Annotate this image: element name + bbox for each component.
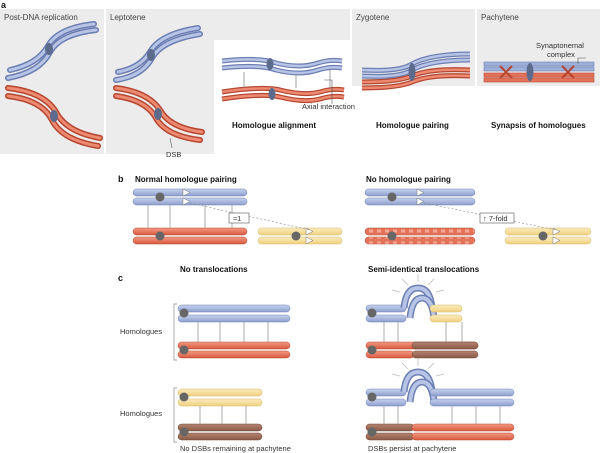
panel-b-left-title: Normal homologue pairing — [135, 175, 237, 184]
caption-homologue-alignment: Homologue alignment — [232, 121, 316, 130]
zygotene-chromosomes — [361, 51, 471, 91]
no-pairing-diagram — [364, 188, 592, 245]
axial-interaction-label: Axial interaction — [302, 102, 355, 111]
caption-no-dsbs-remaining: No DSBs remaining at pachytene — [180, 444, 291, 453]
alignment-chromosomes — [221, 56, 345, 104]
no-pairing-ratio: ↑ 7-fold — [483, 214, 508, 223]
homologues-label-top: Homologues — [120, 327, 162, 336]
synapsis-caption-box — [477, 86, 600, 154]
normal-pairing-diagram — [132, 188, 343, 245]
panel-c-left-title: No translocations — [180, 265, 248, 274]
caption-synapsis: Synapsis of homologues — [491, 121, 586, 130]
no-translocation-top — [173, 303, 291, 361]
translocation-top — [365, 274, 479, 359]
synaptonemal-complex-label-2: complex — [547, 50, 575, 59]
stage-label-post-replication: Post-DNA replication — [4, 13, 78, 22]
panel-b-right-title: No homologue pairing — [366, 175, 451, 184]
homologues-label-bottom: Homologues — [120, 409, 162, 418]
pachytene-chromosomes — [483, 57, 595, 83]
panel-b-letter: b — [118, 174, 124, 184]
panel-c-right-title: Semi-identical translocations — [368, 265, 480, 274]
panel-a-letter: a — [1, 0, 7, 10]
dsb-label: DSB — [166, 150, 181, 159]
translocation-bottom — [365, 358, 515, 441]
stage-label-zygotene: Zygotene — [356, 13, 390, 22]
caption-homologue-pairing: Homologue pairing — [376, 121, 449, 130]
stage-label-pachytene: Pachytene — [481, 13, 519, 22]
pairing-caption-box — [352, 86, 475, 154]
leptotene-chromosomes — [113, 25, 205, 143]
dsb-pointer — [169, 137, 173, 149]
no-translocation-bottom — [173, 387, 263, 443]
normal-pairing-ratio: ≈1 — [233, 214, 241, 223]
caption-dsbs-persist: DSBs persist at pachytene — [368, 444, 456, 453]
panel-c-letter: c — [118, 273, 123, 283]
synaptonemal-complex-label-1: Synaptonemal — [536, 41, 584, 50]
stage-label-leptotene: Leptotene — [110, 13, 146, 22]
post-replication-chromosomes — [5, 21, 103, 149]
